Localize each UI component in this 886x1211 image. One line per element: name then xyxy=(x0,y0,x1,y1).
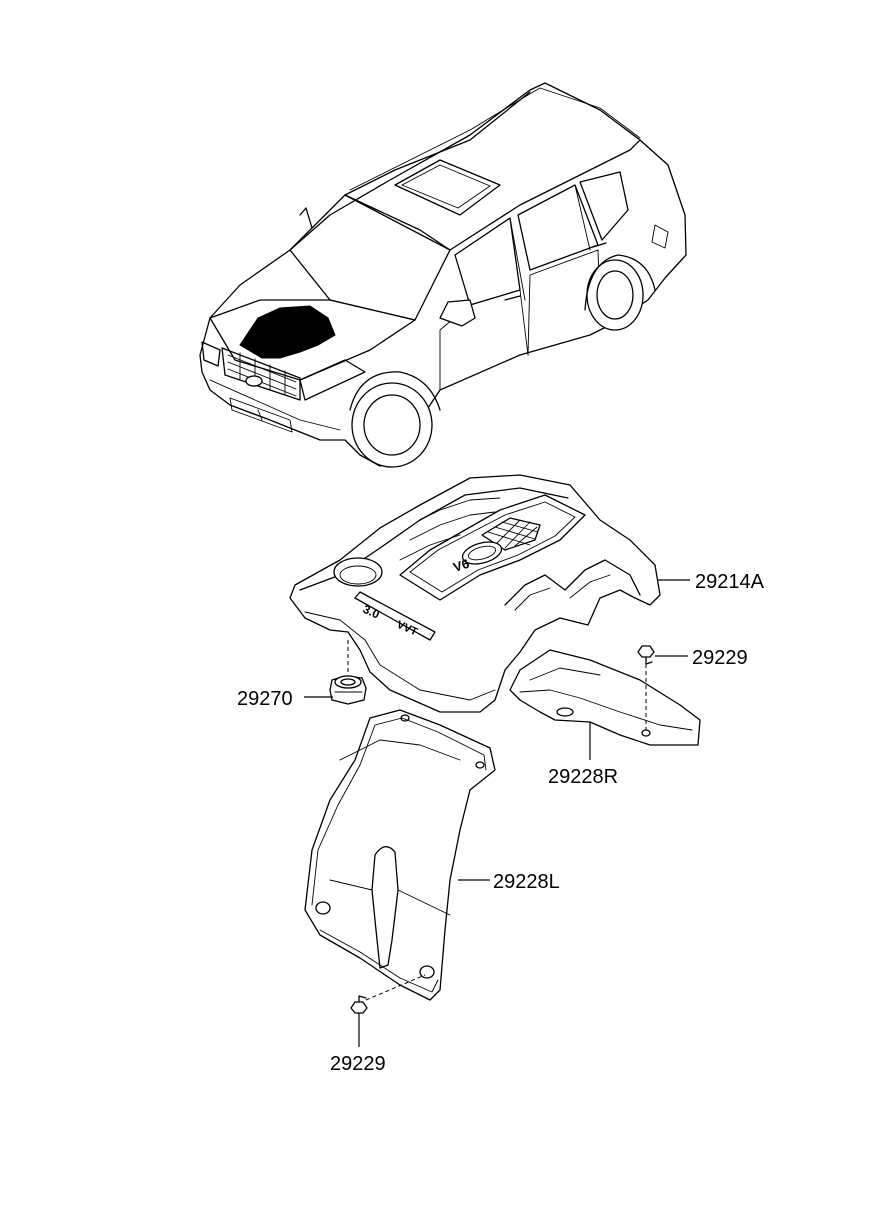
bolt-lower xyxy=(350,995,368,1014)
part-label-29229-lower[interactable]: 29229 xyxy=(330,1053,386,1075)
assembly-line-lower-bolt xyxy=(365,974,426,1001)
part-label-29228R[interactable]: 29228R xyxy=(548,766,618,788)
part-label-29228L[interactable]: 29228L xyxy=(493,871,560,893)
heat-protector-left xyxy=(304,709,496,1001)
engine-cover-location-highlight xyxy=(239,305,336,359)
bolt-upper xyxy=(637,645,655,665)
cover-engine-marking: V6 xyxy=(451,556,471,575)
insulator xyxy=(329,675,367,705)
vehicle-illustration xyxy=(199,82,687,468)
part-label-29229-upper[interactable]: 29229 xyxy=(692,647,748,669)
heat-protector-right xyxy=(509,649,701,746)
engine-cover: V6 3.0 VVT xyxy=(289,474,661,713)
cover-displacement-marking: 3.0 xyxy=(361,602,382,622)
part-label-29270[interactable]: 29270 xyxy=(237,688,293,710)
cover-brand-emblem xyxy=(461,541,503,565)
part-label-29214A[interactable]: 29214A xyxy=(695,571,765,593)
